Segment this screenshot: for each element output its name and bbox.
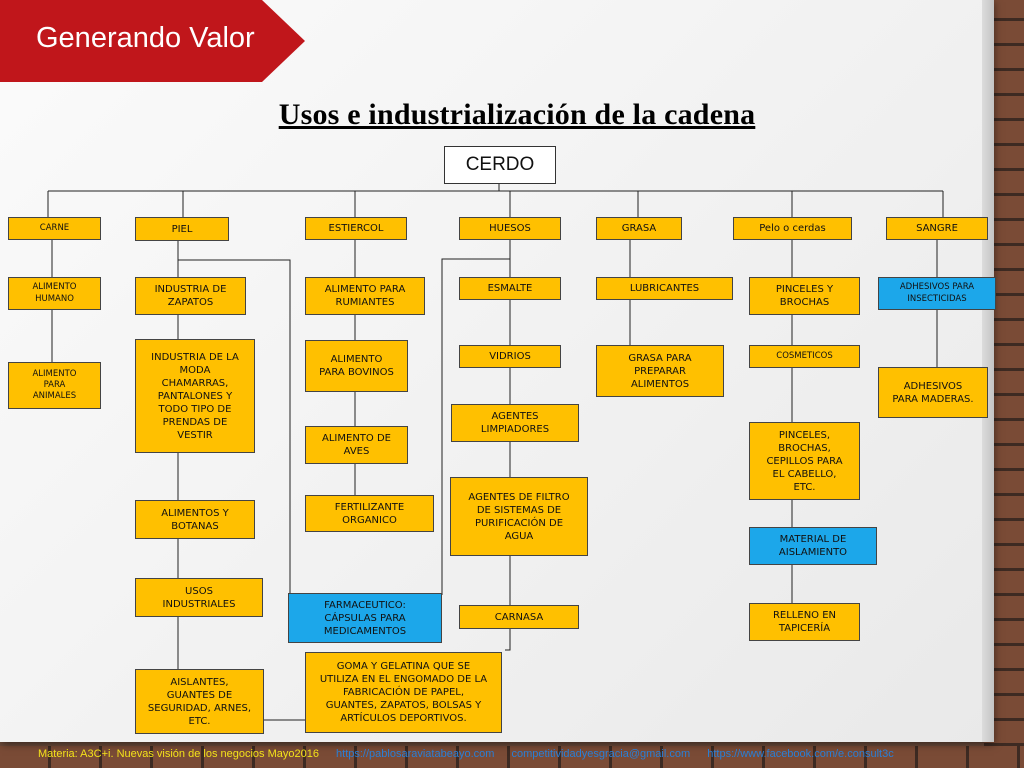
node-label: PIEL [171,223,193,235]
node-pinceles-brochas: PINCELES Y BROCHAS [749,277,860,315]
node-grasa: GRASA [596,217,682,240]
node-label: RELLENO EN TAPICERÍA [772,610,837,634]
node-grasa-alimentos: GRASA PARA PREPARAR ALIMENTOS [596,345,724,397]
node-alimentos-botanas: ALIMENTOS Y BOTANAS [135,500,255,539]
node-alimento-animales: ALIMENTO PARA ANIMALES [8,362,101,409]
footer: Materia: A3C+i. Nuevas visión de los neg… [38,748,894,760]
node-agentes-limpiadores: AGENTES LIMPIADORES [451,404,579,442]
node-pinceles-cepillos: PINCELES, BROCHAS, CEPILLOS PARA EL CABE… [749,422,860,500]
node-pelo-cerdas: Pelo o cerdas [733,217,852,240]
node-estiercol: ESTIERCOL [305,217,407,240]
node-label: Pelo o cerdas [759,223,826,234]
node-industria-zapatos: INDUSTRIA DE ZAPATOS [135,277,246,315]
node-esmalte: ESMALTE [459,277,561,300]
paper-curl-edge [982,0,994,742]
node-material-aislamiento: MATERIAL DE AISLAMIENTO [749,527,877,565]
node-label: CARNE [39,222,70,233]
node-label: ALIMENTO HUMANO [32,282,77,304]
node-fertilizante: FERTILIZANTE ORGANICO [305,495,434,532]
node-label: ALIMENTO PARA BOVINOS [319,354,394,378]
node-usos-industriales: USOS INDUSTRIALES [135,578,263,617]
node-label: INDUSTRIA DE LA MODA CHAMARRAS, PANTALON… [151,351,239,441]
node-farmaceutico: FARMACEUTICO: CÁPSULAS PARA MEDICAMENTOS [288,593,442,643]
connector-lines [47,183,944,721]
node-label: USOS INDUSTRIALES [162,585,236,610]
node-adhesivos-insecticidas: ADHESIVOS PARA INSECTICIDAS [878,277,996,310]
node-adhesivos-maderas: ADHESIVOS PARA MADERAS. [878,367,988,418]
node-goma-gelatina: GOMA Y GELATINA QUE SE UTILIZA EN EL ENG… [305,652,502,733]
node-label: GRASA PARA PREPARAR ALIMENTOS [628,352,692,390]
node-label: INDUSTRIA DE ZAPATOS [154,284,227,308]
node-relleno-tapiceria: RELLENO EN TAPICERÍA [749,603,860,641]
connector-huesos-goma [505,629,511,651]
node-label: COSMETICOS [776,350,833,361]
footer-link-email[interactable]: competitividadyesgracia@gmail.com [511,748,691,760]
node-label: ESTIERCOL [328,223,384,234]
node-label: PINCELES Y BROCHAS [775,284,834,308]
connector-piel-farmaceutico [178,259,291,595]
node-label: ADHESIVOS PARA INSECTICIDAS [899,282,975,304]
node-carne: CARNE [8,217,101,240]
node-label: SANGRE [916,223,958,234]
footer-link-website[interactable]: https://pablosaraviatabeayo.com [336,748,495,760]
node-industria-moda: INDUSTRIA DE LA MODA CHAMARRAS, PANTALON… [135,339,255,453]
node-label: CARNASA [494,611,544,623]
node-carnasa: CARNASA [459,605,579,629]
node-label: ESMALTE [487,283,533,294]
node-label: ALIMENTO PARA RUMIANTES [324,284,406,308]
node-label: MATERIAL DE AISLAMIENTO [778,534,848,558]
node-label: ALIMENTO PARA ANIMALES [32,368,77,402]
node-lubricantes: LUBRICANTES [596,277,733,300]
node-huesos: HUESOS [459,217,561,240]
banner-title: Generando Valor [36,22,255,54]
node-label: LUBRICANTES [629,283,700,294]
connector-huesos-farmaceutico [441,258,510,595]
node-alimento-humano: ALIMENTO HUMANO [8,277,101,310]
node-piel: PIEL [135,217,229,241]
root-node-label: CERDO [465,153,535,175]
node-label: GOMA Y GELATINA QUE SE UTILIZA EN EL ENG… [319,661,488,724]
node-label: AISLANTES, GUANTES DE SEGURIDAD, ARNES, … [147,676,252,727]
node-alimento-rumiantes: ALIMENTO PARA RUMIANTES [305,277,425,315]
node-sangre: SANGRE [886,217,988,240]
node-agentes-filtro: AGENTES DE FILTRO DE SISTEMAS DE PURIFIC… [450,477,588,556]
slide-paper: Generando Valor Usos e industrialización… [0,0,996,742]
page-title: Usos e industrialización de la cadena [278,98,756,131]
footer-link-facebook[interactable]: https://www.facebook.com/e.consult3c [707,748,894,760]
node-label: ADHESIVOS PARA MADERAS. [892,380,974,405]
node-vidrios: VIDRIOS [459,345,561,368]
node-label: GRASA [621,223,657,234]
node-alimento-bovinos: ALIMENTO PARA BOVINOS [305,340,408,392]
node-label: HUESOS [489,223,531,234]
node-label: PINCELES, BROCHAS, CEPILLOS PARA EL CABE… [766,429,843,493]
footer-text: Materia: A3C+i. Nuevas visión de los neg… [38,748,319,760]
brick-wall-bottom [0,746,1024,768]
node-label: VIDRIOS [489,351,531,362]
node-label: AGENTES LIMPIADORES [480,411,550,435]
node-aislantes: AISLANTES, GUANTES DE SEGURIDAD, ARNES, … [135,669,264,734]
node-label: ALIMENTO DE AVES [322,433,391,457]
node-label: FERTILIZANTE ORGANICO [334,501,405,526]
root-node-cerdo: CERDO [444,146,556,184]
node-label: AGENTES DE FILTRO DE SISTEMAS DE PURIFIC… [468,491,570,542]
node-alimento-aves: ALIMENTO DE AVES [305,426,408,464]
node-cosmeticos: COSMETICOS [749,345,860,368]
title-banner [0,0,305,82]
node-label: ALIMENTOS Y BOTANAS [161,507,229,532]
node-label: FARMACEUTICO: CÁPSULAS PARA MEDICAMENTOS [323,599,407,637]
